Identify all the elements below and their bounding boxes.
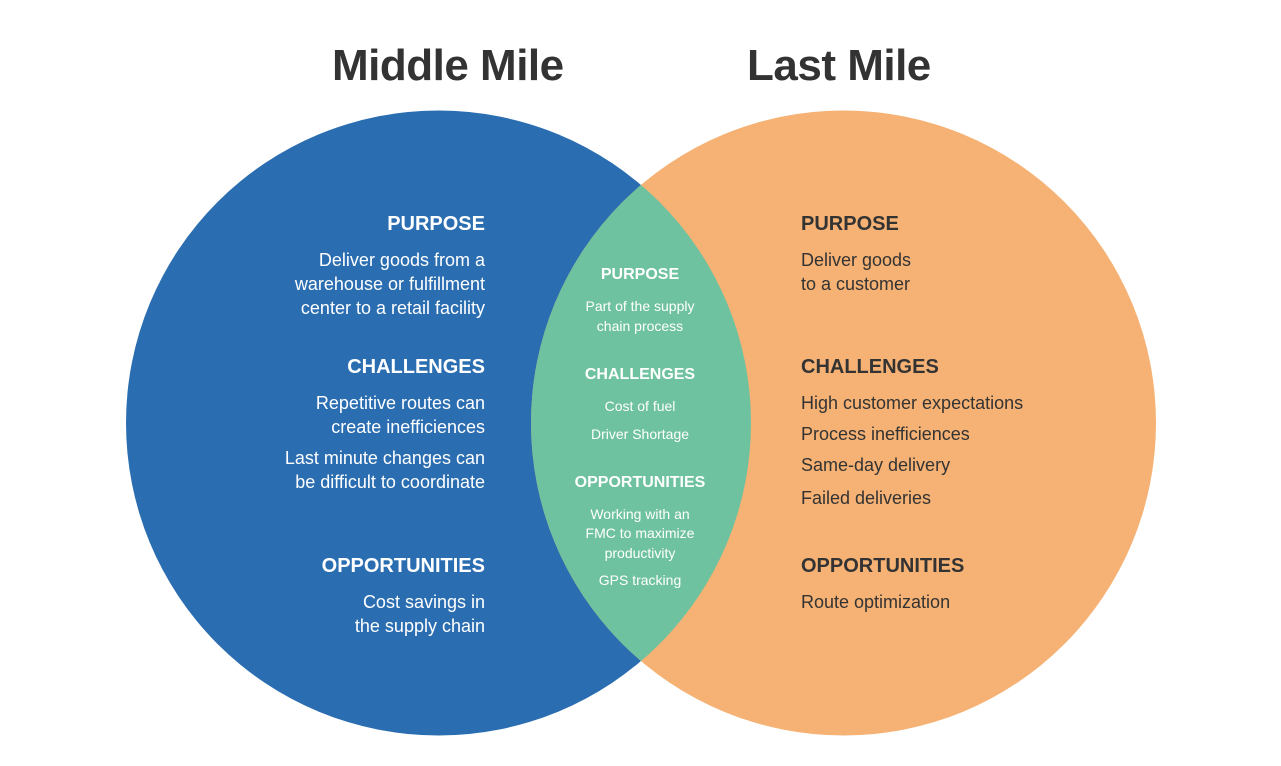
overlap-challenge-item: Cost of fuel bbox=[604, 398, 676, 414]
left-purpose-text: Deliver goods from a bbox=[318, 250, 485, 270]
right-opportunities-heading: OPPORTUNITIES bbox=[801, 555, 965, 577]
left-purpose-text: center to a retail facility bbox=[300, 298, 485, 318]
left-opportunity-item: Cost savings in bbox=[362, 592, 485, 612]
middle-mile-title: Middle Mile bbox=[332, 41, 564, 90]
right-challenge-item: Process inefficiences bbox=[801, 424, 970, 444]
right-challenge-item: Same-day delivery bbox=[801, 455, 951, 475]
overlap-opportunity-item: FMC to maximize bbox=[585, 525, 695, 541]
left-challenge-item: be difficult to coordinate bbox=[295, 472, 485, 492]
right-challenges-heading: CHALLENGES bbox=[801, 356, 939, 378]
right-challenge-item: High customer expectations bbox=[801, 393, 1024, 413]
overlap-opportunity-item: GPS tracking bbox=[598, 572, 682, 588]
overlap-purpose-heading: PURPOSE bbox=[600, 266, 680, 283]
right-purpose-text: to a customer bbox=[801, 274, 911, 294]
overlap-purpose-text: chain process bbox=[596, 318, 684, 334]
left-challenges-heading: CHALLENGES bbox=[347, 356, 485, 378]
last-mile-title: Last Mile bbox=[747, 41, 931, 90]
overlap-region bbox=[531, 110, 751, 736]
overlap-purpose-text: Part of the supply bbox=[585, 298, 695, 314]
left-challenge-item: Last minute changes can bbox=[284, 448, 485, 468]
overlap-challenges-heading: CHALLENGES bbox=[584, 366, 696, 383]
overlap-opportunity-item: productivity bbox=[604, 545, 676, 561]
overlap-opportunity-item: Working with an bbox=[590, 506, 690, 522]
right-challenge-item: Failed deliveries bbox=[801, 488, 932, 508]
left-purpose-heading: PURPOSE bbox=[387, 213, 485, 235]
left-opportunity-item: the supply chain bbox=[354, 616, 485, 636]
overlap-opportunities-heading: OPPORTUNITIES bbox=[574, 474, 706, 491]
overlap-challenge-item: Driver Shortage bbox=[590, 426, 690, 442]
right-purpose-heading: PURPOSE bbox=[801, 213, 899, 235]
left-challenge-item: Repetitive routes can bbox=[315, 393, 485, 413]
left-opportunities-heading: OPPORTUNITIES bbox=[321, 555, 485, 577]
right-purpose-text: Deliver goods bbox=[801, 250, 912, 270]
right-opportunity-item: Route optimization bbox=[801, 592, 951, 612]
left-challenge-item: create inefficiences bbox=[331, 417, 485, 437]
left-purpose-text: warehouse or fulfillment bbox=[294, 274, 485, 294]
